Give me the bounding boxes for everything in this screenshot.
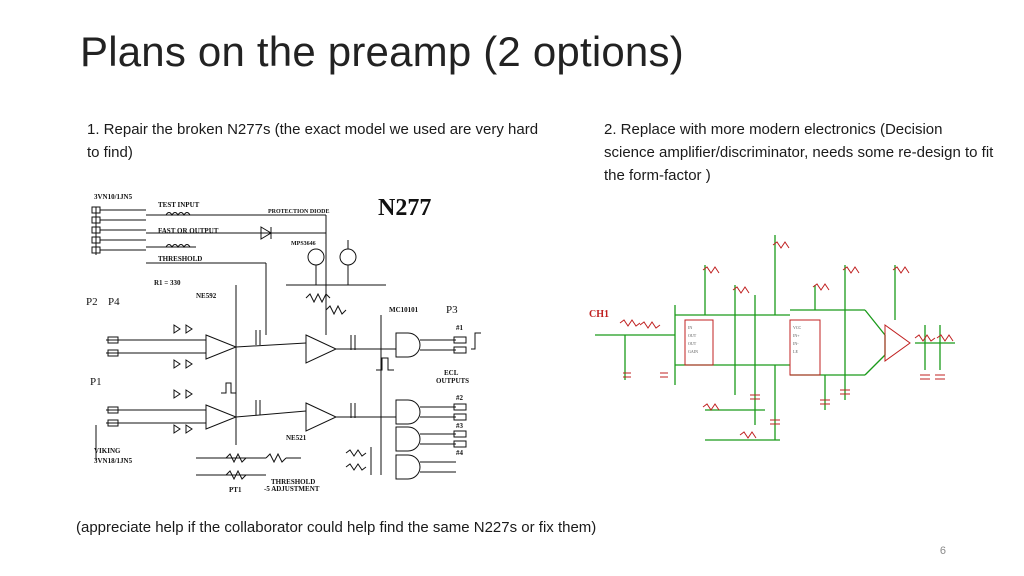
ne521-label: NE521	[286, 434, 307, 442]
n277-schematic: 3VN10/1JN5 TEST INPUT FAST OR OUTPUT THR…	[86, 193, 481, 494]
threshold-adj-label: THRESHOLD	[271, 478, 315, 486]
mc10101-label: MC10101	[389, 306, 419, 314]
out4-label: #4	[456, 449, 464, 457]
threshold-label: THRESHOLD	[158, 255, 202, 263]
modern-amplifier-schematic: IN OUT OUT GAIN VCC IN+ IN- LE CH1	[589, 235, 955, 441]
viking-label: VIKING	[94, 447, 121, 455]
out3-label: #3	[456, 422, 464, 430]
protection-diode-label: PROTECTION DIODE	[268, 209, 330, 215]
svg-text:OUT: OUT	[688, 333, 697, 338]
outputs-label: OUTPUTS	[436, 377, 469, 385]
svg-text:IN+: IN+	[793, 333, 800, 338]
transistor-label: MPS3646	[291, 241, 316, 247]
pt1-label: PT1	[229, 486, 242, 494]
connector-bottom-label: 3VN18/1JN5	[94, 457, 133, 465]
page-number: 6	[939, 545, 946, 557]
option-2-text: 2. Replace with more modern electronics …	[604, 121, 994, 184]
slide-title: Plans on the preamp (2 options)	[80, 28, 684, 75]
ne592-label: NE592	[196, 292, 217, 300]
connector-top-label: 3VN10/1JN5	[94, 193, 133, 201]
svg-text:IN: IN	[688, 325, 692, 330]
svg-text:OUT: OUT	[688, 341, 697, 346]
ch1-label: CH1	[589, 309, 609, 320]
p3-label: P3	[446, 304, 458, 316]
out2-label: #2	[456, 394, 464, 402]
r1-label: R1 = 330	[154, 279, 181, 287]
p4-label: P4	[108, 296, 120, 308]
fast-or-label: FAST OR OUTPUT	[158, 227, 219, 235]
svg-text:VCC: VCC	[793, 325, 802, 330]
ecl-label: ECL	[444, 369, 459, 377]
option-1-text: 1. Repair the broken N277s (the exact mo…	[87, 121, 539, 161]
edge-connector-top	[91, 206, 146, 255]
test-input-label: TEST INPUT	[158, 201, 200, 209]
out1-label: #1	[456, 324, 464, 332]
p1-label: P1	[90, 376, 102, 388]
adjustment-label: -5 ADJUSTMENT	[264, 485, 320, 493]
p2-label: P2	[86, 296, 98, 308]
footnote: (appreciate help if the collaborator cou…	[76, 519, 597, 536]
svg-text:IN-: IN-	[793, 341, 799, 346]
svg-text:LE: LE	[793, 349, 798, 354]
svg-text:GAIN: GAIN	[688, 349, 698, 354]
n277-title: N277	[378, 195, 431, 221]
